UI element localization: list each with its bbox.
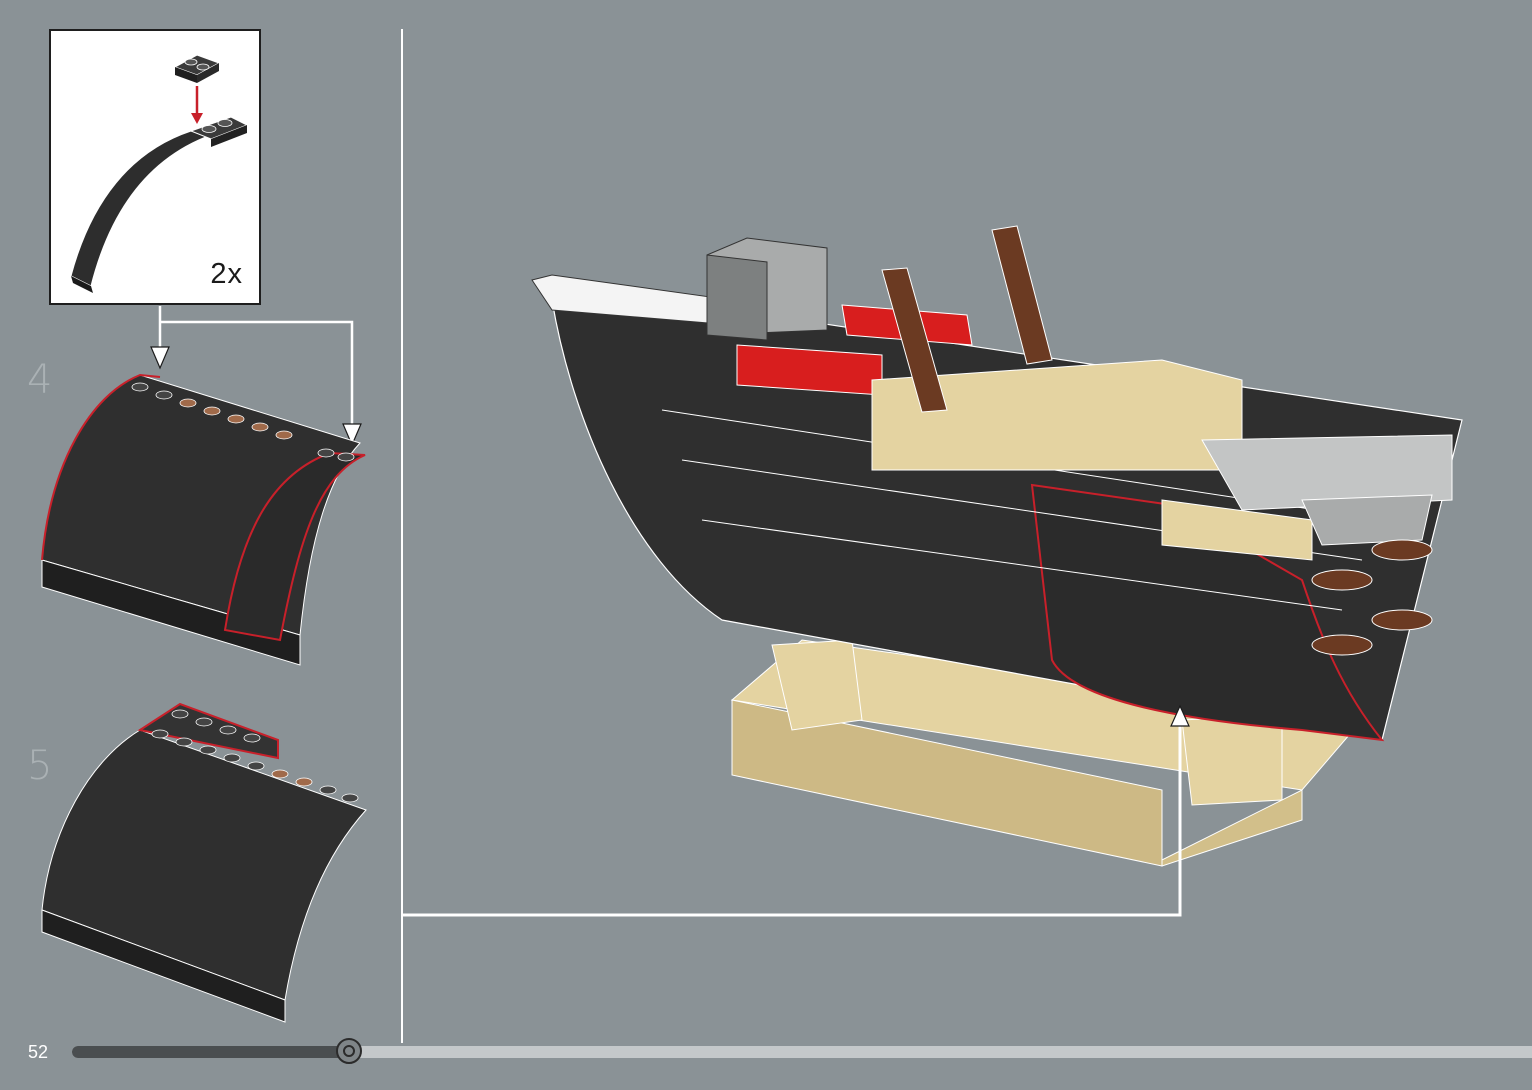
step-5-illustration	[30, 700, 390, 1030]
step-4-illustration	[30, 365, 390, 665]
gray-block	[707, 238, 827, 340]
progress-knob-icon[interactable]	[336, 1038, 362, 1064]
main-model-illustration	[402, 0, 1502, 880]
page-number: 52	[28, 1042, 48, 1063]
progress-bar-fill	[72, 1046, 349, 1058]
